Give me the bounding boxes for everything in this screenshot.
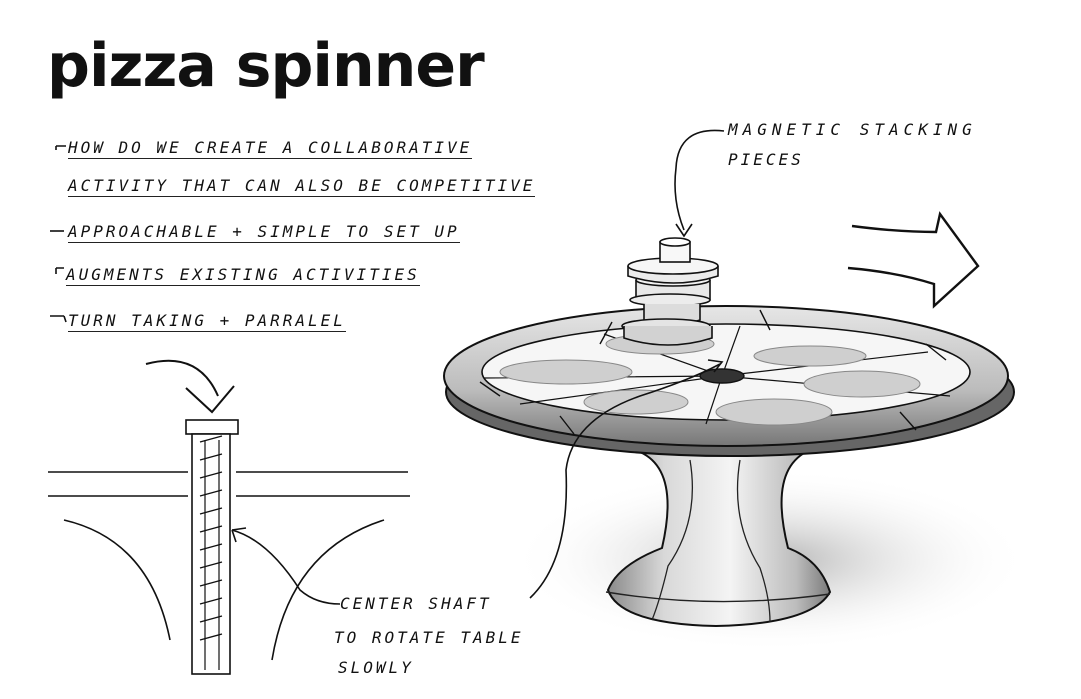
- label-shaft-line2: TO ROTATE TABLE: [334, 628, 524, 647]
- bullet-competitive: ACTIVITY THAT CAN ALSO BE COMPETITIVE: [68, 176, 536, 197]
- bullet-turn-taking: TURN TAKING + PARRALEL: [68, 311, 346, 332]
- label-shaft-line1: CENTER SHAFT: [340, 594, 492, 613]
- label-shaft-line3: SLOWLY: [338, 658, 414, 677]
- table-pedestal: [605, 449, 832, 628]
- magnetic-stack-pieces: [621, 237, 719, 346]
- leader-line-magnetic: [674, 129, 725, 231]
- label-magnetic-line1: MAGNETIC STACKING: [728, 120, 977, 139]
- label-magnetic-line2: PIECES: [728, 150, 804, 169]
- rotation-arrow-icon: [847, 211, 980, 309]
- table-top: [443, 305, 1015, 457]
- leader-arrowhead-shaft: [707, 359, 724, 373]
- bullet-collaborative: HOW DO WE CREATE A COLLABORATIVE: [68, 138, 473, 159]
- leader-line-shaft: [529, 363, 721, 599]
- shaft-section-diagram: [48, 359, 410, 675]
- leader-arrowhead-magnetic: [675, 223, 693, 238]
- bullet-approachable: APPROACHABLE + SIMPLE TO SET UP: [68, 222, 460, 243]
- bullet-dashes: [50, 145, 67, 323]
- page-title: pizza spinner: [47, 31, 485, 101]
- bullet-augments: AUGMENTS EXISTING ACTIVITIES: [66, 265, 420, 286]
